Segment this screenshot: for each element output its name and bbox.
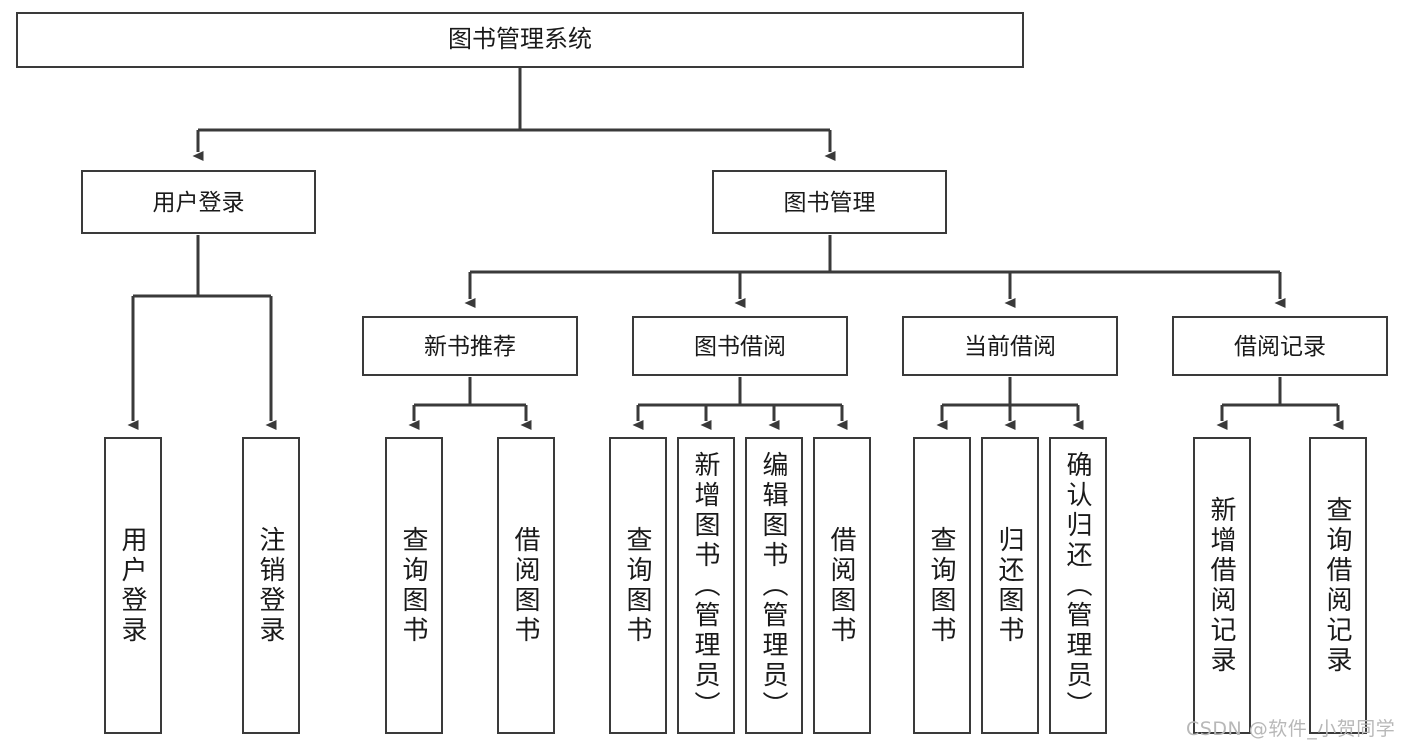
node-root-label: 图书管理系统 — [448, 26, 592, 53]
node-current-borrow[interactable]: 当前借阅 — [902, 316, 1118, 376]
node-leaf-query-record[interactable]: 查询借阅记录 — [1309, 437, 1367, 734]
node-leaf-query-book-3[interactable]: 查询图书 — [913, 437, 971, 734]
node-book-borrow-label: 图书借阅 — [694, 332, 786, 359]
node-leaf-add-record-label: 新增借阅记录 — [1207, 495, 1237, 676]
node-user-login[interactable]: 用户登录 — [81, 170, 316, 234]
node-book-manage-label: 图书管理 — [783, 188, 876, 215]
node-leaf-edit-book-label: 编辑图书（管理员） — [759, 450, 789, 721]
node-leaf-add-book-label: 新增图书（管理员） — [691, 450, 721, 721]
node-leaf-return-book[interactable]: 归还图书 — [981, 437, 1039, 734]
node-user-login-label: 用户登录 — [152, 188, 245, 215]
node-leaf-query-record-label: 查询借阅记录 — [1323, 495, 1353, 676]
node-leaf-query-book-2-label: 查询图书 — [623, 525, 653, 646]
node-leaf-logout-label: 注销登录 — [256, 525, 286, 646]
node-leaf-logout[interactable]: 注销登录 — [242, 437, 300, 734]
node-leaf-user-login[interactable]: 用户登录 — [104, 437, 162, 734]
node-borrow-record-label: 借阅记录 — [1234, 332, 1326, 359]
node-leaf-query-book-1-label: 查询图书 — [399, 525, 429, 646]
node-leaf-query-book-3-label: 查询图书 — [927, 525, 957, 646]
node-leaf-query-book-2[interactable]: 查询图书 — [609, 437, 667, 734]
node-leaf-borrow-book-2[interactable]: 借阅图书 — [813, 437, 871, 734]
node-current-borrow-label: 当前借阅 — [964, 332, 1056, 359]
node-leaf-borrow-book-2-label: 借阅图书 — [827, 525, 857, 646]
node-root[interactable]: 图书管理系统 — [16, 12, 1024, 68]
node-leaf-borrow-book-1[interactable]: 借阅图书 — [497, 437, 555, 734]
node-book-borrow[interactable]: 图书借阅 — [632, 316, 848, 376]
node-book-manage[interactable]: 图书管理 — [712, 170, 947, 234]
node-leaf-borrow-book-1-label: 借阅图书 — [511, 525, 541, 646]
node-leaf-add-record[interactable]: 新增借阅记录 — [1193, 437, 1251, 734]
node-leaf-user-login-label: 用户登录 — [118, 525, 148, 646]
node-leaf-query-book-1[interactable]: 查询图书 — [385, 437, 443, 734]
node-leaf-confirm-return[interactable]: 确认归还（管理员） — [1049, 437, 1107, 734]
node-borrow-record[interactable]: 借阅记录 — [1172, 316, 1388, 376]
node-leaf-edit-book[interactable]: 编辑图书（管理员） — [745, 437, 803, 734]
node-leaf-add-book[interactable]: 新增图书（管理员） — [677, 437, 735, 734]
node-new-book-rec-label: 新书推荐 — [424, 332, 516, 359]
node-leaf-confirm-return-label: 确认归还（管理员） — [1063, 450, 1093, 721]
csdn-watermark: CSDN @软件_小贺同学 — [1186, 718, 1396, 740]
node-new-book-rec[interactable]: 新书推荐 — [362, 316, 578, 376]
node-leaf-return-book-label: 归还图书 — [995, 525, 1025, 646]
